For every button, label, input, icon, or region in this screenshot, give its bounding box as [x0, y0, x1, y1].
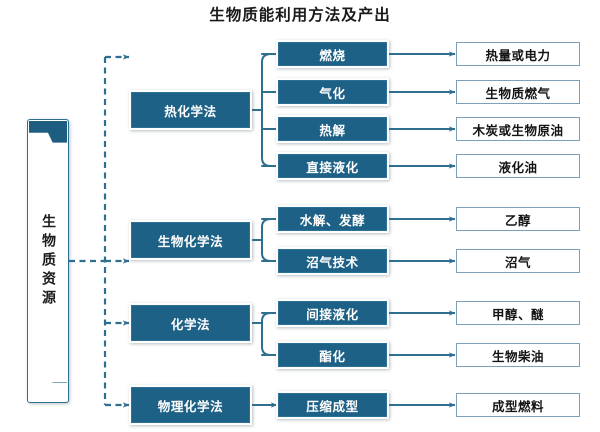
process-node-combustion[interactable]: 燃烧: [276, 40, 389, 68]
page-title: 生物质能利用方法及产出: [209, 5, 391, 24]
bracket-biochemical: [249, 218, 279, 262]
process-node-indirect-liquefaction[interactable]: 间接液化: [276, 299, 389, 327]
output-node-biodiesel[interactable]: 生物柴油: [456, 343, 580, 367]
method-node-biochemical[interactable]: 生物化学法: [129, 220, 252, 260]
output-node-heat-or-electricity[interactable]: 热量或电力: [456, 42, 580, 66]
bracket-chemical: [249, 312, 279, 356]
process-node-esterification[interactable]: 酯化: [276, 341, 389, 369]
source-node-body: [27, 119, 69, 403]
output-node-biomass-fuel-gas[interactable]: 生物质燃气: [456, 80, 580, 104]
process-node-pyrolysis[interactable]: 热解: [276, 115, 389, 143]
output-node-methanol-ether[interactable]: 甲醇、醚: [456, 301, 580, 325]
output-node-molded-fuel[interactable]: 成型燃料: [456, 393, 580, 417]
bracket-thermochemical: [249, 53, 279, 167]
process-to-output-arrows: [387, 51, 456, 408]
method-node-physicochemical[interactable]: 物理化学法: [129, 385, 252, 425]
process-node-biogas-technology[interactable]: 沼气技术: [276, 247, 389, 275]
process-node-compression-molding[interactable]: 压缩成型: [276, 391, 389, 419]
process-node-direct-liquefaction[interactable]: 直接液化: [276, 152, 389, 180]
output-node-ethanol[interactable]: 乙醇: [456, 207, 580, 231]
method-node-chemical[interactable]: 化学法: [129, 303, 252, 343]
output-node-liquefied-oil[interactable]: 液化油: [456, 154, 580, 178]
source-node-biomass-resource[interactable]: 生物质资源: [27, 119, 69, 403]
source-to-methods-connector: [69, 54, 130, 408]
output-node-charcoal-or-bio-oil[interactable]: 木炭或生物原油: [456, 117, 580, 141]
output-node-biogas[interactable]: 沼气: [456, 249, 580, 273]
process-node-hydrolysis-fermentation[interactable]: 水解、发酵: [276, 205, 389, 233]
process-node-gasification[interactable]: 气化: [276, 78, 389, 106]
source-node-label: 生物质资源: [40, 213, 56, 309]
method-node-thermochemical[interactable]: 热化学法: [129, 90, 252, 130]
